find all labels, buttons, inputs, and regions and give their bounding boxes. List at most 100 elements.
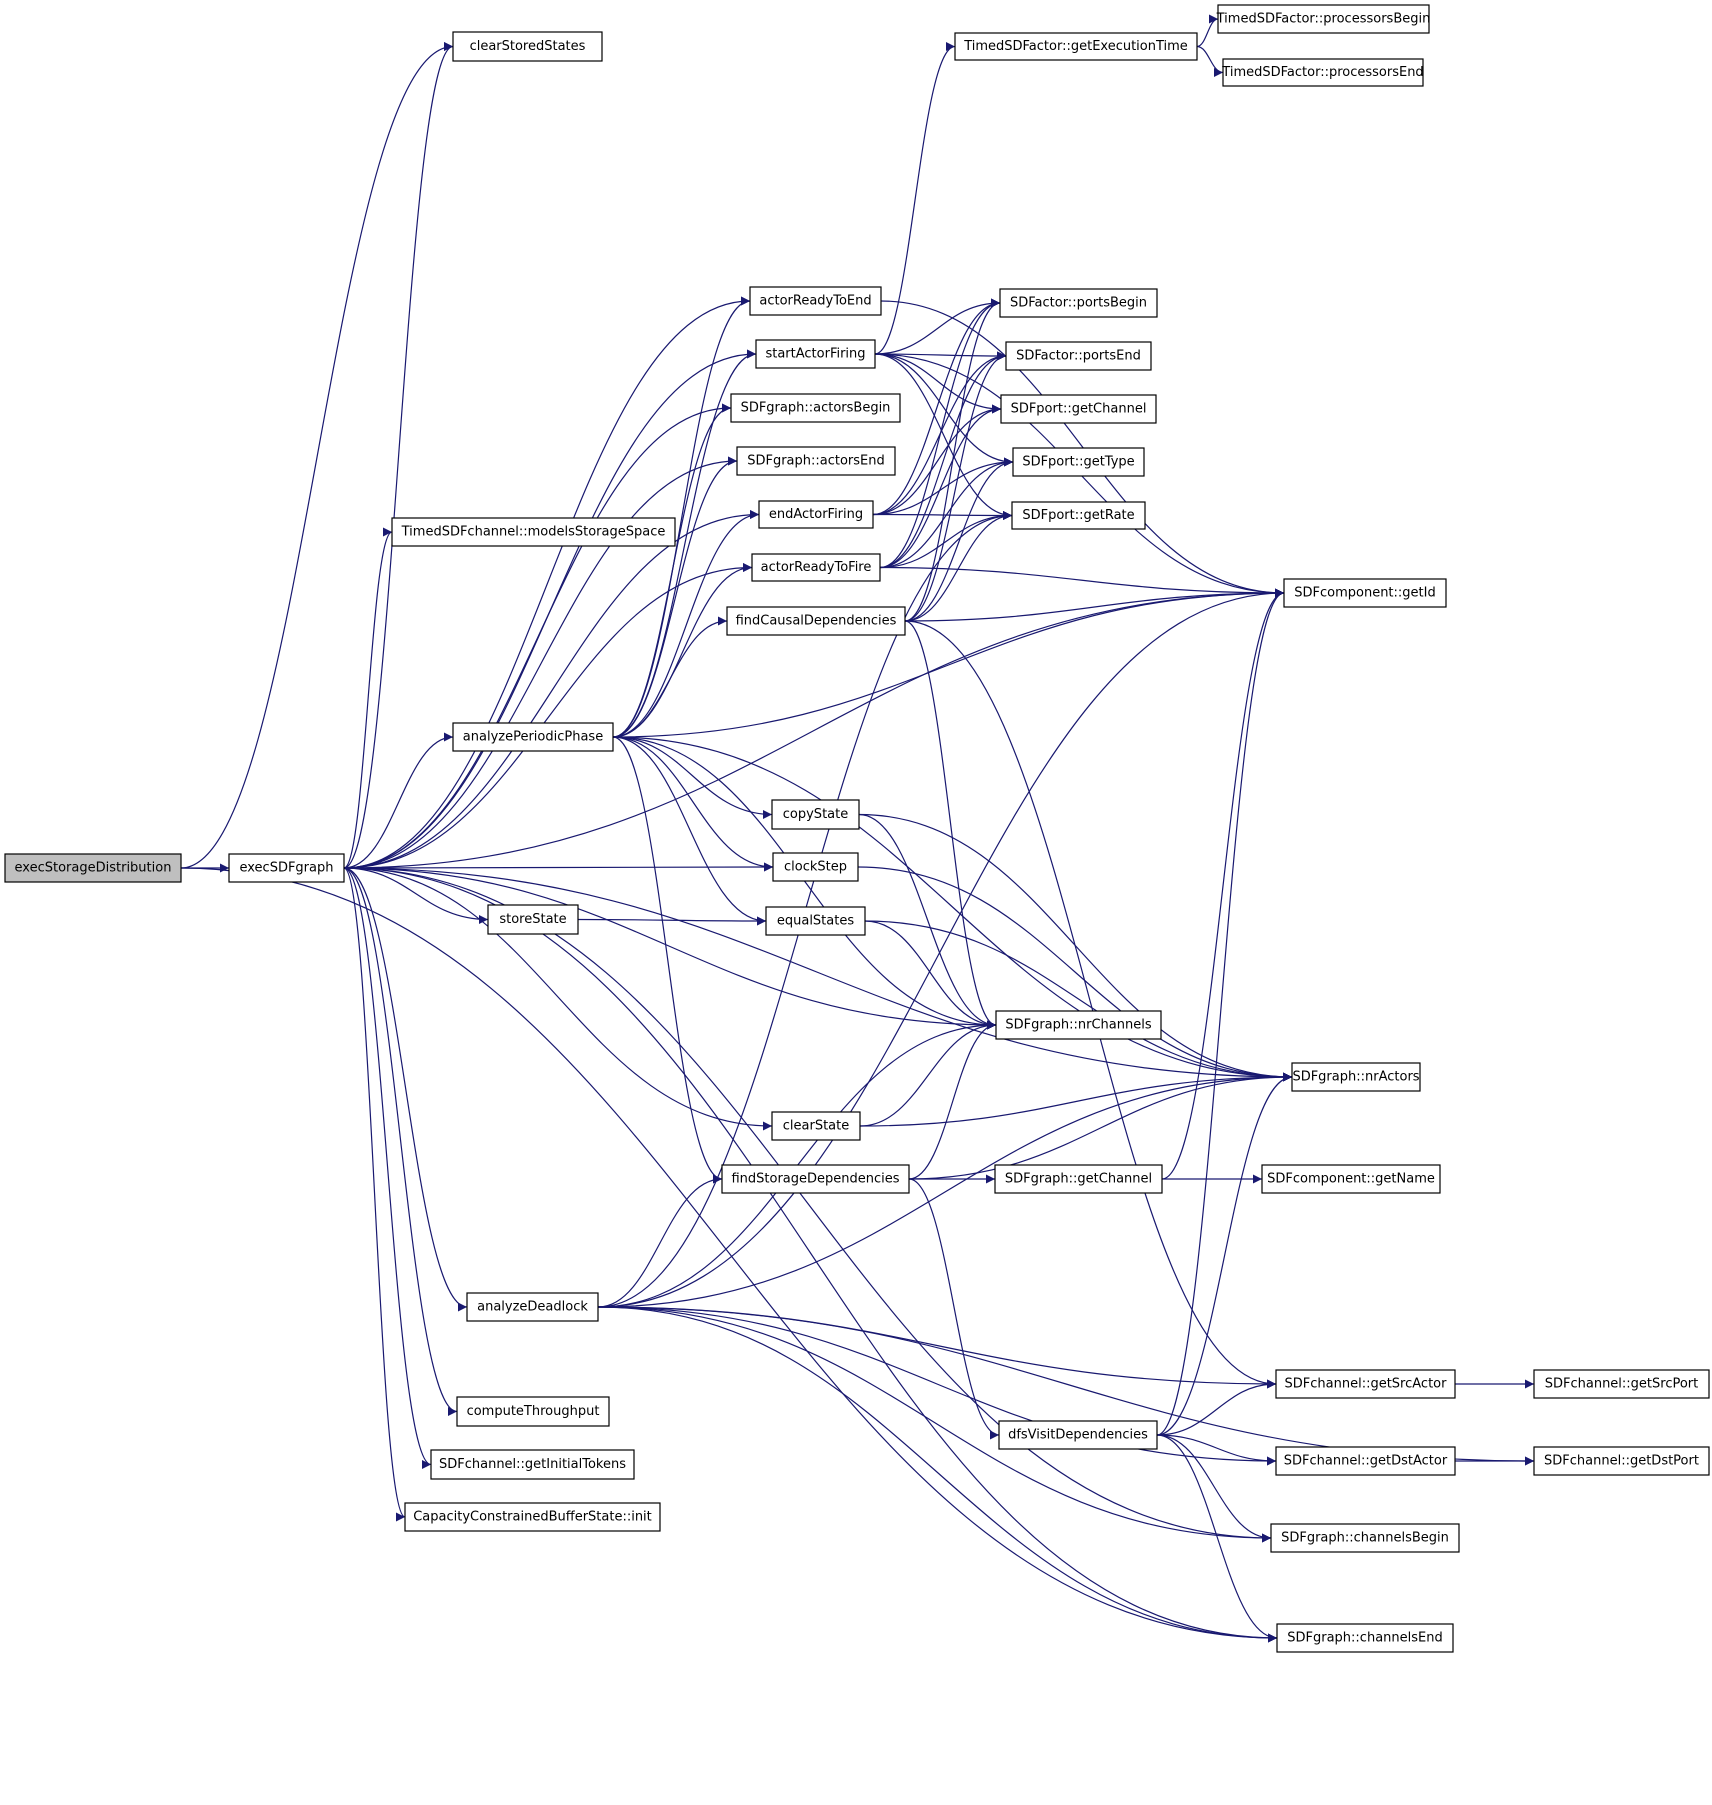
node-equal-states[interactable]: equalStates xyxy=(765,906,866,936)
node-get-id[interactable]: SDFcomponent::getId xyxy=(1283,578,1447,608)
edge-exec-sdfgraph-to-actors-end xyxy=(343,456,738,869)
node-store-state[interactable]: storeState xyxy=(487,904,579,935)
node-box xyxy=(391,517,676,547)
edge-dfs-visit-dependencies-to-get-src-actor xyxy=(1156,1379,1277,1436)
node-end-actor-firing[interactable]: endActorFiring xyxy=(758,500,874,529)
edge-analyze-periodic-phase-to-clock-step xyxy=(612,736,774,872)
node-box xyxy=(1533,1369,1710,1399)
node-channels-begin[interactable]: SDFgraph::channelsBegin xyxy=(1270,1523,1460,1553)
edge-exec-sdfgraph-to-cbs-init xyxy=(343,867,406,1522)
node-label: endActorFiring xyxy=(769,507,863,522)
node-box xyxy=(452,722,614,752)
node-get-rate[interactable]: SDFport::getRate xyxy=(1011,501,1146,530)
node-label: TimedSDFactor::processorsBegin xyxy=(1216,12,1431,27)
node-label: actorReadyToFire xyxy=(761,560,872,575)
edge-exec-sdfgraph-to-get-initial-tokens xyxy=(343,867,432,1469)
edge-analyze-deadlock-to-get-src-actor xyxy=(597,1306,1277,1389)
edge-analyze-periodic-phase-to-equal-states xyxy=(612,736,767,926)
edge-equal-states-to-nr-actors xyxy=(864,920,1293,1082)
node-get-channel[interactable]: SDFgraph::getChannel xyxy=(994,1164,1163,1194)
node-clear-stored-states[interactable]: clearStoredStates xyxy=(452,31,603,62)
node-channels-end[interactable]: SDFgraph::channelsEnd xyxy=(1276,1623,1454,1653)
edge-analyze-periodic-phase-to-actor-ready-to-fire xyxy=(612,563,753,738)
node-box xyxy=(749,286,882,316)
node-processors-end[interactable]: TimedSDFactor::processorsEnd xyxy=(1221,58,1424,87)
node-clock-step[interactable]: clockStep xyxy=(772,852,859,882)
edge-exec-sdfgraph-to-clear-stored-states xyxy=(343,42,454,869)
edge-exec-sdfgraph-to-end-actor-firing xyxy=(343,510,760,869)
edge-exec-sdfgraph-to-clear-state xyxy=(343,867,773,1131)
node-get-dst-actor[interactable]: SDFchannel::getDstActor xyxy=(1275,1446,1456,1476)
node-dfs-visit-dependencies[interactable]: dfsVisitDependencies xyxy=(998,1420,1158,1450)
edge-start-actor-firing-to-ports-end xyxy=(874,351,1007,361)
node-ports-end[interactable]: SDFactor::portsEnd xyxy=(1005,341,1152,371)
node-nr-actors[interactable]: SDFgraph::nrActors xyxy=(1291,1062,1421,1092)
node-box xyxy=(994,1164,1163,1194)
node-box xyxy=(1222,58,1424,87)
node-box xyxy=(755,339,876,369)
node-actor-ready-to-end[interactable]: actorReadyToEnd xyxy=(749,286,882,316)
node-processors-begin[interactable]: TimedSDFactor::processorsBegin xyxy=(1216,4,1431,34)
node-get-src-port[interactable]: SDFchannel::getSrcPort xyxy=(1533,1369,1710,1399)
node-exec-storage-distribution[interactable]: execStorageDistribution xyxy=(4,853,182,883)
nodes-layer: execStorageDistribution execSDFgraph clear… xyxy=(4,4,1710,1653)
node-box xyxy=(998,1420,1158,1450)
node-actors-begin[interactable]: SDFgraph::actorsBegin xyxy=(730,393,901,423)
node-box xyxy=(404,1502,661,1532)
node-port-get-channel[interactable]: SDFport::getChannel xyxy=(1000,394,1157,424)
node-label: SDFchannel::getSrcActor xyxy=(1285,1377,1448,1392)
edge-find-causal-dependencies-to-get-src-actor xyxy=(904,620,1277,1389)
node-actor-ready-to-fire[interactable]: actorReadyToFire xyxy=(751,553,881,582)
node-start-actor-firing[interactable]: startActorFiring xyxy=(755,339,876,369)
node-label: analyzePeriodicPhase xyxy=(463,730,603,745)
node-get-name[interactable]: SDFcomponent::getName xyxy=(1261,1164,1441,1194)
node-find-causal-dependencies[interactable]: findCausalDependencies xyxy=(726,606,906,636)
edge-start-actor-firing-to-get-rate xyxy=(874,353,1013,520)
edge-analyze-periodic-phase-to-get-id xyxy=(612,588,1285,738)
node-label: SDFchannel::getDstActor xyxy=(1284,1454,1448,1469)
node-get-initial-tokens[interactable]: SDFchannel::getInitialTokens xyxy=(430,1449,635,1480)
node-label: clearStoredStates xyxy=(470,39,586,54)
node-clear-state[interactable]: clearState xyxy=(771,1111,861,1141)
node-analyze-periodic-phase[interactable]: analyzePeriodicPhase xyxy=(452,722,614,752)
edge-actor-ready-to-fire-to-get-rate xyxy=(879,511,1013,569)
edge-exec-sdfgraph-to-actors-begin xyxy=(343,403,732,869)
edge-exec-sdfgraph-to-compute-throughput xyxy=(343,867,458,1416)
node-find-storage-dependencies[interactable]: findStorageDependencies xyxy=(721,1164,910,1194)
node-compute-throughput[interactable]: computeThroughput xyxy=(456,1396,610,1427)
node-models-storage-space[interactable]: TimedSDFchannel::modelsStorageSpace xyxy=(391,517,676,547)
node-get-type[interactable]: SDFport::getType xyxy=(1012,447,1145,477)
node-get-dst-port[interactable]: SDFchannel::getDstPort xyxy=(1533,1446,1710,1476)
node-cbs-init[interactable]: CapacityConstrainedBufferState::init xyxy=(404,1502,661,1532)
node-analyze-deadlock[interactable]: analyzeDeadlock xyxy=(466,1292,599,1322)
edge-find-causal-dependencies-to-get-id xyxy=(904,588,1285,622)
node-actors-end[interactable]: SDFgraph::actorsEnd xyxy=(736,446,896,476)
node-nr-channels[interactable]: SDFgraph::nrChannels xyxy=(995,1010,1162,1040)
node-get-src-actor[interactable]: SDFchannel::getSrcActor xyxy=(1275,1369,1456,1399)
edge-clock-step-to-nr-actors xyxy=(857,866,1293,1082)
edge-find-storage-dependencies-to-dfs-visit-dependencies xyxy=(908,1178,1000,1440)
node-label: clockStep xyxy=(784,860,847,875)
node-box xyxy=(758,500,874,529)
node-box xyxy=(430,1449,635,1480)
node-label: SDFactor::portsEnd xyxy=(1016,349,1141,364)
node-box xyxy=(452,31,603,62)
node-box xyxy=(995,1010,1162,1040)
edge-clear-state-to-nr-actors xyxy=(859,1072,1293,1127)
edge-dfs-visit-dependencies-to-get-dst-actor xyxy=(1156,1434,1277,1466)
node-box xyxy=(466,1292,599,1322)
node-label: SDFport::getType xyxy=(1022,455,1134,470)
node-get-execution-time[interactable]: TimedSDFactor::getExecutionTime xyxy=(954,32,1198,61)
edge-analyze-periodic-phase-to-find-causal-dependencies xyxy=(612,616,728,738)
node-box xyxy=(1217,4,1430,34)
node-exec-sdfgraph[interactable]: execSDFgraph xyxy=(228,853,345,883)
node-box xyxy=(954,32,1198,61)
node-label: TimedSDFchannel::modelsStorageSpace xyxy=(401,525,666,540)
edge-analyze-deadlock-to-get-id xyxy=(597,588,1285,1308)
edge-analyze-periodic-phase-to-actors-begin xyxy=(612,403,732,738)
edge-analyze-deadlock-to-channels-begin xyxy=(597,1306,1272,1543)
node-ports-begin[interactable]: SDFactor::portsBegin xyxy=(999,288,1158,318)
node-copy-state[interactable]: copyState xyxy=(771,799,860,830)
edge-dfs-visit-dependencies-to-channels-end xyxy=(1156,1434,1278,1643)
node-label: SDFactor::portsBegin xyxy=(1010,296,1147,311)
